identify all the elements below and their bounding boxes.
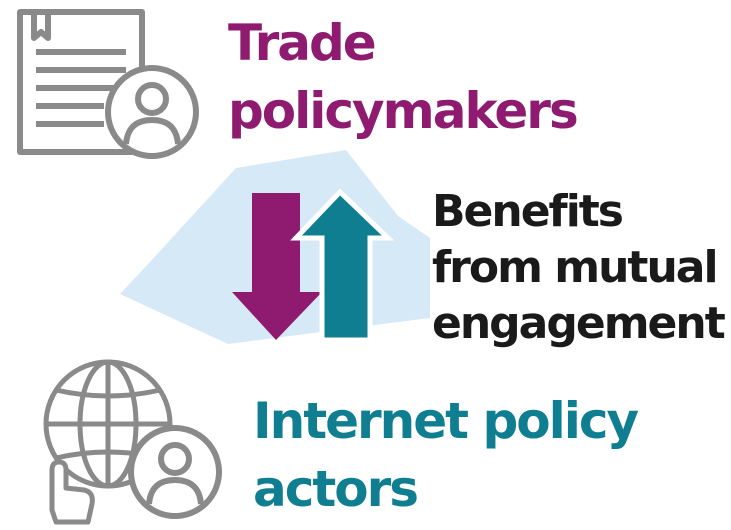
benefits-label-line-2: from mutual [432,242,719,293]
internet-label-line-1: Internet policy [253,392,639,450]
globe-user-icon [43,359,222,525]
pointer-hand-icon [49,459,95,525]
down-arrow [232,193,322,340]
benefits-label-line-3: engagement [432,298,726,349]
internet-policy-actors-label: Internet policy actors [253,392,639,518]
benefits-label-line-1: Benefits [432,186,624,237]
internet-label-line-2: actors [253,460,419,518]
document-user-icon [17,9,199,159]
benefits-label: Benefits from mutual engagement [432,186,726,349]
trade-policymakers-label: Trade policymakers [228,14,579,140]
trade-label-line-2: policymakers [228,82,579,140]
up-arrow [290,188,395,343]
trade-label-line-1: Trade [228,14,377,72]
